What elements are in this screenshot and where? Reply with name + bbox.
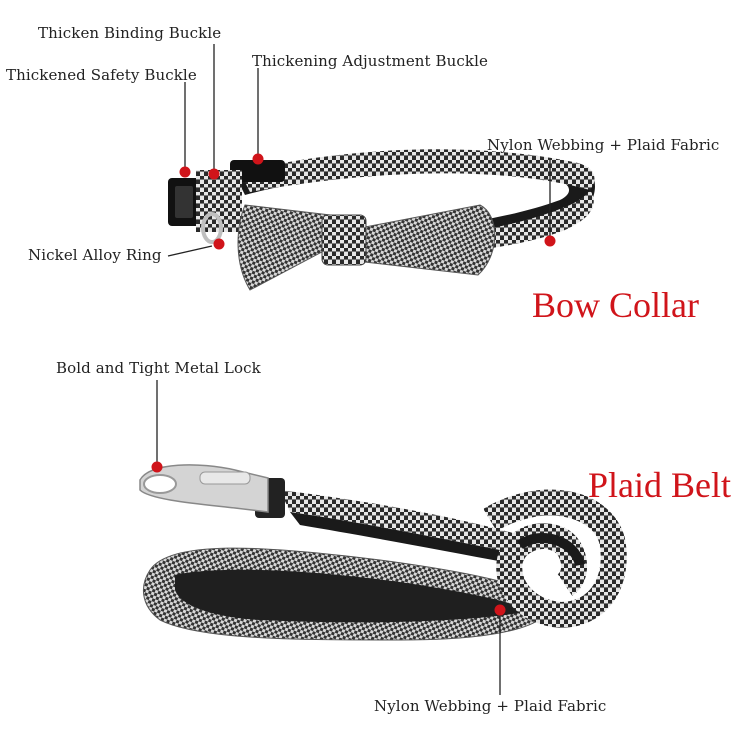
title-plaid-belt: Plaid Belt [588,465,731,505]
leash-illustration [139,464,627,641]
collar-illustration [168,149,595,291]
collar-plaid-face [240,149,595,192]
marker-leash-webbing [494,604,506,616]
marker-ring [213,238,225,250]
nickel-alloy-ring [201,212,223,244]
marker-safety-buckle [179,166,191,178]
label-metal-lock: Bold and Tight Metal Lock [56,359,261,377]
bow-right-wing [359,204,496,276]
leash-strap [280,490,525,555]
metal-lock-hook [139,464,285,518]
label-adjustment-buckle: Thickening Adjustment Buckle [252,52,488,70]
leader-lines [156,44,551,695]
marker-dots [151,153,556,616]
label-binding-buckle: Thicken Binding Buckle [38,24,222,42]
bow-left-wing [237,204,336,291]
title-bow-collar: Bow Collar [532,285,699,325]
label-ring: Nickel Alloy Ring [28,246,162,264]
label-leash-webbing: Nylon Webbing + Plaid Fabric [374,697,607,715]
label-collar-webbing: Nylon Webbing + Plaid Fabric [487,136,720,154]
marker-collar-webbing [544,235,556,247]
marker-binding-buckle [208,168,220,180]
bow-knot [321,214,367,266]
leader-ring [167,245,213,257]
marker-adjustment-buckle [252,153,264,165]
label-safety-buckle: Thickened Safety Buckle [6,66,197,84]
leash-coil [483,489,627,629]
adjustment-buckle [230,160,285,182]
marker-lock [151,461,163,473]
